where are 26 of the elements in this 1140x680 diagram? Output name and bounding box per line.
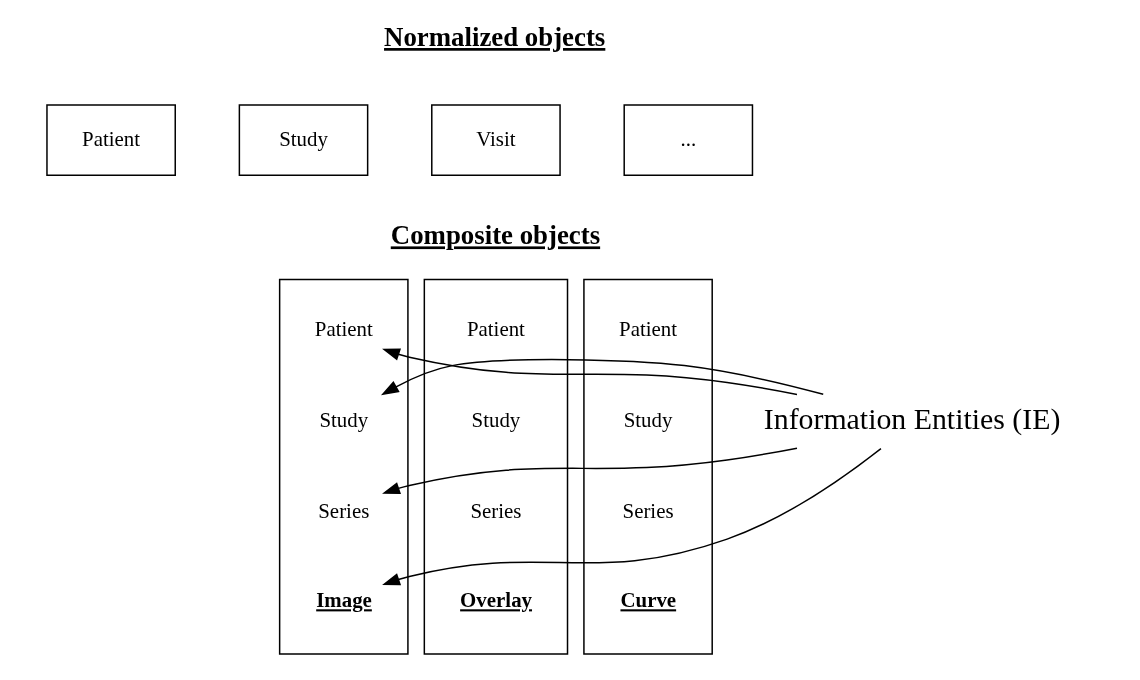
arrow	[381, 447, 798, 495]
node-text: Patient	[314, 316, 373, 341]
node-text: Curve	[619, 588, 676, 613]
node-text: Series	[469, 498, 521, 523]
cluster	[278, 278, 409, 655]
label: Normalized objects	[383, 22, 605, 53]
node-text: Study	[318, 407, 368, 432]
node-box: Visit	[430, 104, 561, 176]
node-text: Study	[623, 407, 672, 432]
arrow	[380, 358, 824, 396]
node-text: Image	[315, 588, 372, 613]
node-text: Overlay	[459, 588, 532, 613]
node-box: Patient	[45, 104, 176, 176]
node-box: ...	[622, 104, 753, 176]
node-text: Information Entities (IE)	[763, 401, 1060, 435]
label: Composite objects	[390, 220, 600, 251]
arrow	[381, 447, 882, 586]
arrow	[381, 348, 798, 396]
node-text: Patient	[618, 316, 677, 341]
cluster	[582, 278, 713, 655]
node-text: Study	[471, 407, 520, 432]
node-text: Series	[317, 498, 369, 523]
node-text: Series	[622, 498, 674, 523]
node-text: Patient	[466, 316, 525, 341]
node-box: Study	[238, 104, 368, 176]
cluster	[423, 278, 568, 655]
